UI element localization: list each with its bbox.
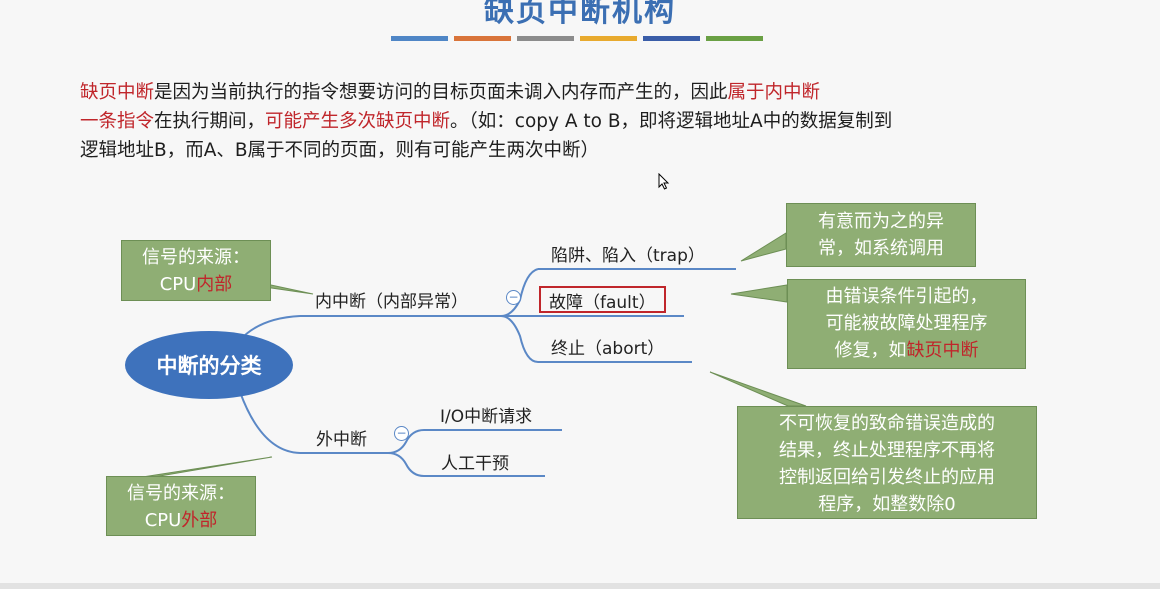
- callout-text: 程序，如整数除0: [818, 494, 956, 515]
- title-bar: [454, 36, 511, 41]
- callout-text: CPU: [159, 274, 197, 295]
- callout-trap: 有意而为之的异 常，如系统调用: [786, 203, 976, 267]
- slide-title: 缺页中断机构: [484, 0, 676, 29]
- mindmap-node-internal[interactable]: 内中断（内部异常）: [315, 292, 468, 312]
- callout-highlight: 内部: [196, 274, 233, 295]
- callout-text: 控制返回给引发终止的应用: [779, 467, 995, 488]
- callout-text: CPU内部: [122, 271, 270, 298]
- callout-text: 由错误条件引起的，: [825, 286, 988, 307]
- callout-text: 修复，如缺页中断: [788, 337, 1025, 364]
- callout-text: 有意而为之的异: [818, 211, 944, 232]
- callout-text: CPU: [144, 510, 182, 531]
- intro-line-1: 缺页中断是因为当前执行的指令想要访问的目标页面未调入内存而产生的，因此属于内中断: [80, 78, 1090, 107]
- mindmap-node-io-request[interactable]: I/O中断请求: [440, 407, 533, 427]
- callout-text: 可能被故障处理程序: [825, 313, 988, 334]
- mindmap-node-abort[interactable]: 终止（abort）: [551, 339, 665, 359]
- bottom-divider: [0, 583, 1160, 589]
- title-bar: [706, 36, 763, 41]
- intro-text: 是因为当前执行的指令想要访问的目标页面未调入内存而产生的，因此: [154, 82, 728, 103]
- intro-line-2: 一条指令在执行期间，可能产生多次缺页中断。（如：copy A to B，即将逻辑…: [80, 107, 1090, 136]
- callout-text: 常，如系统调用: [818, 238, 944, 259]
- intro-text: 逻辑地址B，而A、B属于不同的页面，则有可能产生两次中断）: [80, 140, 600, 161]
- mindmap-center-node[interactable]: 中断的分类: [125, 331, 293, 399]
- intro-text: 。（如：copy A to B，即将逻辑地址A中的数据复制到: [450, 111, 893, 132]
- title-color-bars: [391, 36, 763, 42]
- mindmap-node-fault[interactable]: 故障（fault）: [549, 293, 656, 313]
- mindmap-node-external[interactable]: 外中断: [316, 430, 367, 450]
- callout-text: CPU外部: [107, 507, 255, 534]
- mouse-cursor-icon: [658, 173, 670, 190]
- callout-text: 结果，终止处理程序不再将: [779, 440, 995, 461]
- intro-highlight: 属于内中断: [727, 82, 821, 103]
- callout-highlight: 外部: [181, 510, 218, 531]
- callout-abort: 不可恢复的致命错误造成的 结果，终止处理程序不再将 控制返回给引发终止的应用 程…: [737, 406, 1037, 519]
- intro-highlight: 可能产生多次缺页中断: [265, 111, 451, 132]
- intro-highlight: 一条指令: [80, 111, 155, 132]
- collapse-icon[interactable]: −: [506, 290, 521, 305]
- collapse-icon[interactable]: −: [394, 426, 409, 441]
- title-bar: [643, 36, 700, 41]
- title-bar: [517, 36, 574, 41]
- title-bar: [580, 36, 637, 41]
- fault-highlight-box: [539, 286, 666, 313]
- callout-text: 不可恢复的致命错误造成的: [779, 413, 995, 434]
- callout-text: 修复，如: [834, 340, 907, 361]
- mindmap-node-trap[interactable]: 陷阱、陷入（trap）: [551, 246, 705, 266]
- callout-highlight: 缺页中断: [906, 340, 979, 361]
- callout-text: 信号的来源：: [127, 483, 235, 504]
- callout-text: 信号的来源：: [142, 247, 250, 268]
- intro-line-3: 逻辑地址B，而A、B属于不同的页面，则有可能产生两次中断）: [80, 136, 1090, 165]
- callout-internal-source: 信号的来源： CPU内部: [121, 240, 271, 301]
- mindmap-node-manual[interactable]: 人工干预: [441, 454, 509, 474]
- callout-fault: 由错误条件引起的， 可能被故障处理程序 修复，如缺页中断: [787, 279, 1026, 369]
- intro-text: 在执行期间，: [154, 111, 266, 132]
- title-bar: [391, 36, 448, 41]
- intro-term: 缺页中断: [80, 82, 155, 103]
- intro-paragraph: 缺页中断是因为当前执行的指令想要访问的目标页面未调入内存而产生的，因此属于内中断…: [80, 78, 1090, 165]
- callout-external-source: 信号的来源： CPU外部: [106, 476, 256, 536]
